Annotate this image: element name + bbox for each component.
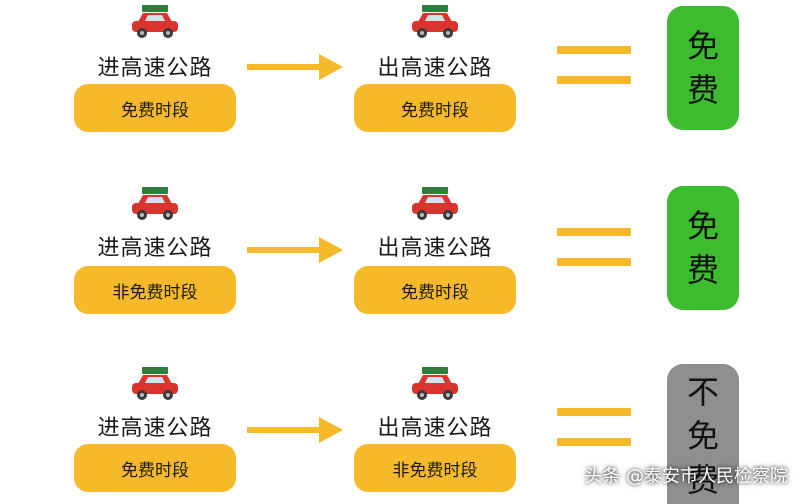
right-arrow-icon — [247, 54, 343, 80]
car-icon — [412, 5, 458, 38]
exit-period-badge: 非免费时段 — [354, 444, 516, 492]
rule-row-2: 进高速公路 非免费时段 出高速公路 免费时段 免 费 — [0, 180, 800, 340]
watermark: 头条 @泰安市人民检察院 — [584, 466, 788, 487]
rule-row-3: 进高速公路 免费时段 出高速公路 非免费时段 不 免 费 — [0, 360, 800, 504]
exit-period-badge: 免费时段 — [354, 266, 516, 314]
equals-sign-icon — [557, 224, 631, 270]
entry-period-badge: 免费时段 — [74, 84, 236, 132]
right-arrow-icon — [247, 417, 343, 443]
result-char: 费 — [686, 71, 719, 109]
result-badge-not-free: 不 免 费 — [667, 364, 739, 504]
exit-label: 出高速公路 — [377, 56, 493, 81]
entry-period-badge: 免费时段 — [74, 444, 236, 492]
exit-label: 出高速公路 — [377, 236, 493, 261]
result-char: 免 — [686, 27, 719, 65]
exit-label: 出高速公路 — [377, 416, 493, 441]
exit-period-badge: 免费时段 — [354, 84, 516, 132]
result-char: 费 — [686, 251, 719, 289]
car-icon — [412, 187, 458, 220]
equals-sign-icon — [557, 42, 631, 88]
entry-period-badge: 非免费时段 — [74, 266, 236, 314]
car-icon — [412, 367, 458, 400]
result-char: 费 — [686, 461, 719, 499]
result-badge-free: 免 费 — [667, 186, 739, 310]
car-icon — [132, 5, 178, 38]
equals-sign-icon — [557, 404, 631, 450]
result-char: 免 — [686, 207, 719, 245]
rule-row-1: 进高速公路 免费时段 出高速公路 免费时段 免 费 — [0, 0, 800, 160]
result-char: 免 — [686, 417, 719, 455]
car-icon — [132, 367, 178, 400]
entry-label: 进高速公路 — [97, 236, 213, 261]
car-icon — [132, 187, 178, 220]
entry-label: 进高速公路 — [97, 56, 213, 81]
result-badge-free: 免 费 — [667, 6, 739, 130]
entry-label: 进高速公路 — [97, 416, 213, 441]
right-arrow-icon — [247, 237, 343, 263]
result-char: 不 — [686, 373, 719, 411]
